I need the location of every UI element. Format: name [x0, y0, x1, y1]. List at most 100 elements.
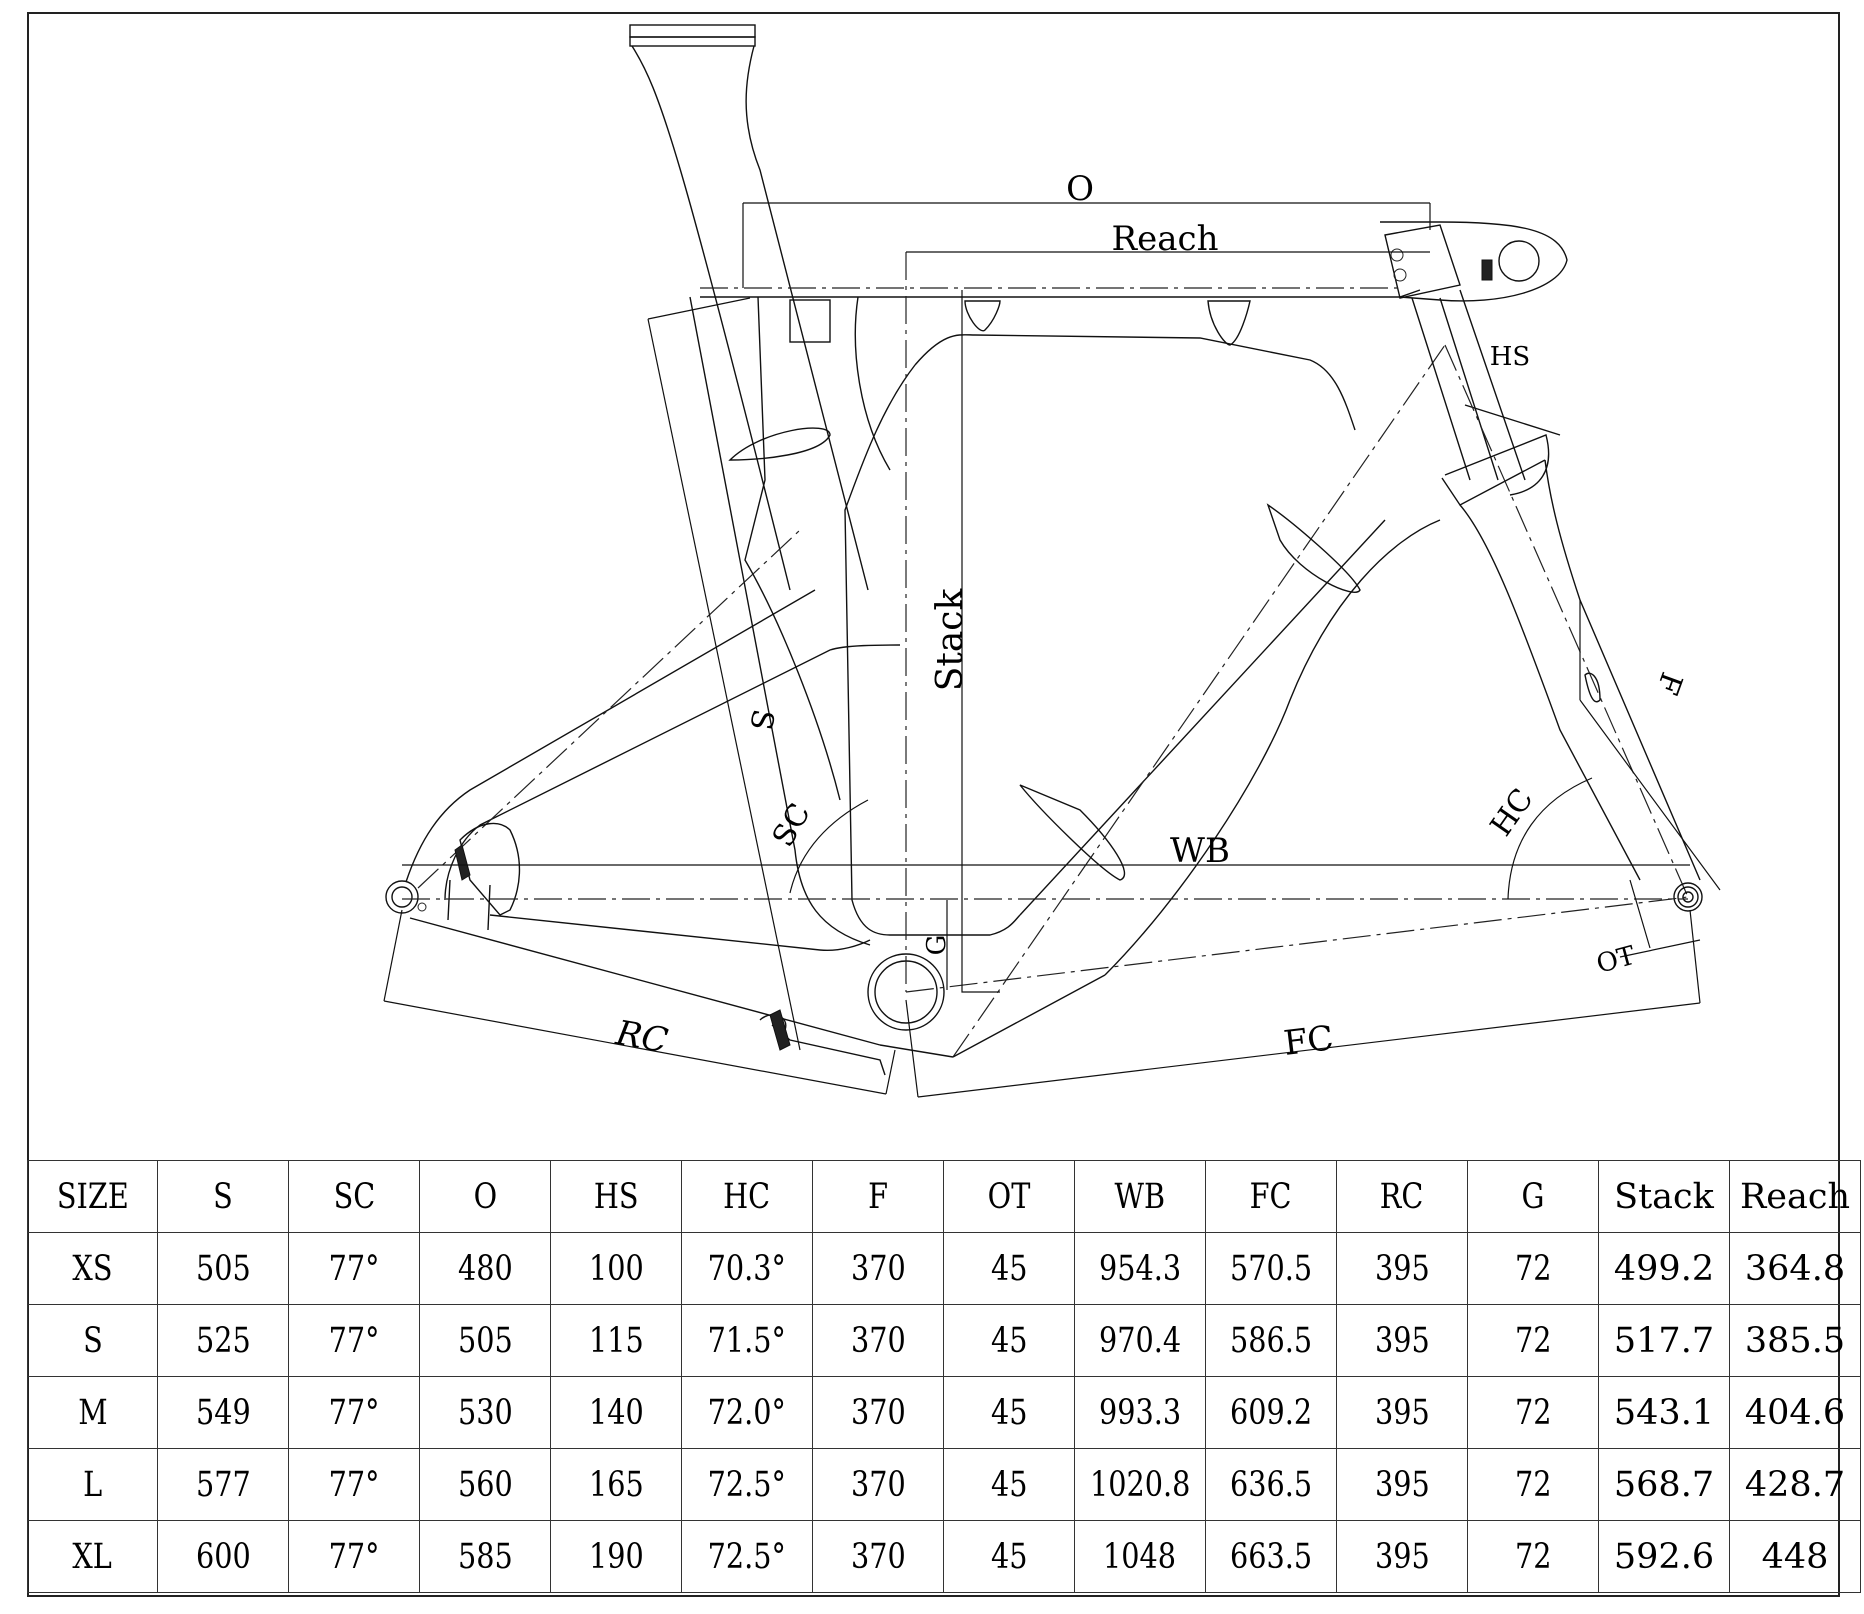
column-header-hc: HC: [681, 1160, 813, 1233]
value-cell-s: 549: [157, 1376, 289, 1449]
label-hs: HS: [1490, 342, 1531, 372]
head-tube-lines: [1411, 289, 1526, 481]
bb-lower-junction: [879, 974, 1106, 1058]
column-header-stack: Stack: [1598, 1160, 1730, 1233]
column-header-label: S: [213, 1176, 233, 1217]
cell-text: 45: [990, 1464, 1028, 1505]
cell-text: 663.5: [1229, 1536, 1313, 1577]
cell-text: 499.2: [1613, 1248, 1715, 1289]
stack-dimension: [961, 290, 1000, 993]
value-cell-o: 560: [419, 1448, 551, 1521]
label-rc: RC: [612, 1013, 671, 1062]
cell-text: 592.6: [1613, 1536, 1715, 1577]
value-cell-rc: 395: [1336, 1520, 1468, 1593]
seat-tube-rear: [689, 296, 871, 946]
cell-text: 570.5: [1229, 1248, 1313, 1289]
rear-triangle: [405, 529, 901, 1046]
stem-clamp: [1384, 224, 1461, 299]
cell-text: 77°: [328, 1392, 380, 1433]
chain-stay-lower: [409, 917, 881, 1046]
derailleur-part: [769, 1009, 791, 1051]
column-header-label: FC: [1250, 1176, 1292, 1217]
cell-text: XL: [72, 1536, 113, 1577]
cell-text: 72: [1514, 1248, 1552, 1289]
rear-axle-inner: [391, 886, 413, 908]
cell-text: 395: [1374, 1320, 1430, 1361]
cell-text: 585: [457, 1536, 513, 1577]
size-cell: S: [27, 1304, 158, 1377]
size-cell: XL: [27, 1520, 158, 1593]
value-cell-g: 72: [1467, 1520, 1599, 1593]
value-cell-reach: 404.6: [1729, 1376, 1861, 1449]
down-tube-section-upper: [1266, 503, 1361, 593]
value-cell-hs: 100: [550, 1232, 682, 1305]
rc-dimension: [383, 909, 896, 1095]
cell-text: 45: [990, 1248, 1028, 1289]
label-stack: Stack: [930, 588, 971, 692]
cell-text: 370: [850, 1392, 906, 1433]
value-cell-hc: 72.5°: [681, 1448, 813, 1521]
cell-text: 577: [195, 1464, 251, 1505]
cell-text: 549: [195, 1392, 251, 1433]
cell-text: 370: [850, 1248, 906, 1289]
cell-text: 115: [588, 1320, 644, 1361]
column-header-label: WB: [1114, 1176, 1166, 1217]
cell-text: 190: [588, 1536, 644, 1577]
cell-text: 140: [588, 1392, 644, 1433]
brake-bolts: [447, 879, 491, 931]
value-cell-f: 370: [812, 1376, 944, 1449]
seatpost-rear-edge: [631, 45, 791, 591]
seatpost-clamp-top: [629, 24, 756, 38]
stem-bar-outline: [1380, 221, 1568, 302]
value-cell-rc: 395: [1336, 1376, 1468, 1449]
value-cell-hs: 190: [550, 1520, 682, 1593]
value-cell-sc: 77°: [288, 1448, 420, 1521]
cell-text: 165: [588, 1464, 644, 1505]
column-header-label: SIZE: [56, 1176, 129, 1217]
bar-clamp-detail: [1481, 259, 1493, 281]
column-header-label: G: [1521, 1176, 1545, 1217]
cell-text: 77°: [328, 1464, 380, 1505]
column-header-label: O: [473, 1176, 497, 1217]
bb-shell-outer: [867, 953, 945, 1031]
seat-clamp-bolt: [789, 299, 831, 343]
cell-text: XS: [72, 1248, 113, 1289]
cell-text: 72.5°: [707, 1536, 787, 1577]
value-cell-fc: 663.5: [1205, 1520, 1337, 1593]
seatpost-clamp-base: [629, 36, 756, 47]
column-header-label: Stack: [1614, 1176, 1714, 1217]
value-cell-g: 72: [1467, 1232, 1599, 1305]
seat-tube-front: [854, 296, 891, 471]
value-cell-reach: 428.7: [1729, 1448, 1861, 1521]
cell-text: 370: [850, 1536, 906, 1577]
cell-text: 636.5: [1229, 1464, 1313, 1505]
cell-text: 1048: [1103, 1536, 1177, 1577]
cell-text: 395: [1374, 1248, 1430, 1289]
column-header-s: S: [157, 1160, 289, 1233]
value-cell-wb: 993.3: [1074, 1376, 1206, 1449]
s-dimension: [647, 297, 801, 1051]
cell-text: 72.5°: [707, 1464, 787, 1505]
value-cell-s: 525: [157, 1304, 289, 1377]
value-cell-ot: 45: [943, 1376, 1075, 1449]
seatpost-section: [728, 427, 831, 461]
value-cell-g: 72: [1467, 1304, 1599, 1377]
front-axle: [1673, 882, 1703, 912]
cell-text: 72: [1514, 1536, 1552, 1577]
value-cell-reach: 385.5: [1729, 1304, 1861, 1377]
cell-text: 45: [990, 1392, 1028, 1433]
cell-text: 970.4: [1098, 1320, 1182, 1361]
value-cell-hc: 72.0°: [681, 1376, 813, 1449]
down-tube-section-lower: [1019, 784, 1126, 881]
cell-text: 1020.8: [1089, 1464, 1191, 1505]
value-cell-rc: 395: [1336, 1448, 1468, 1521]
column-header-label: HC: [723, 1176, 771, 1217]
cell-text: 480: [457, 1248, 513, 1289]
label-g: G: [922, 935, 952, 956]
chain-stay-upper: [489, 914, 871, 952]
value-cell-hc: 72.5°: [681, 1520, 813, 1593]
cell-text: 72: [1514, 1392, 1552, 1433]
